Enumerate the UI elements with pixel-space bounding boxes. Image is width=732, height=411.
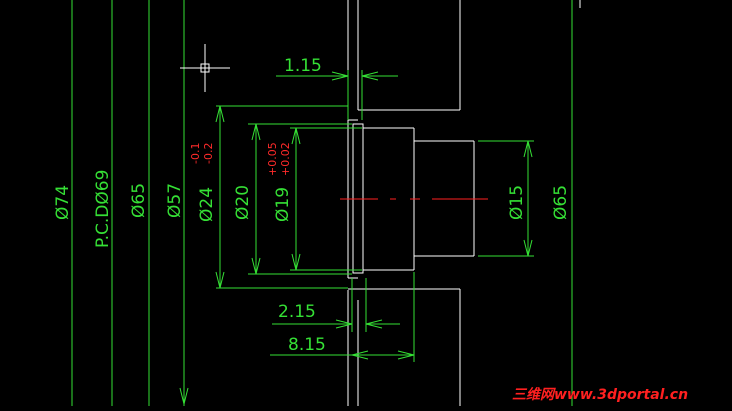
dim-d19: Ø19 — [273, 187, 293, 222]
dim-d24-tol-upper: -0.1 — [189, 143, 202, 164]
dim-d24: Ø24 — [197, 187, 217, 222]
dim-len-2-15: 2.15 — [278, 302, 316, 322]
part-geometry — [347, 0, 581, 406]
dim-d19-tol-upper: +0.05 — [266, 142, 279, 176]
watermark: 三维网www.3dportal.cn — [512, 386, 688, 403]
crosshair-cursor-icon — [180, 44, 230, 92]
dim-d24-tol-lower: -0.2 — [202, 143, 215, 164]
dim-d19-tol-lower: +0.02 — [279, 142, 292, 176]
dim-d65-left: Ø65 — [129, 183, 149, 218]
dim-d65-right: Ø65 — [551, 185, 571, 220]
dim-d15: Ø15 — [507, 185, 527, 220]
dim-len-8-15: 8.15 — [288, 335, 326, 355]
dim-d20: Ø20 — [233, 185, 253, 220]
dim-d57: Ø57 — [165, 183, 185, 218]
dimension-geometry — [215, 0, 573, 406]
dim-d74: Ø74 — [53, 185, 73, 220]
dim-len-1-15: 1.15 — [284, 56, 322, 76]
dim-pcd69: P.C.DØ69 — [93, 170, 113, 248]
